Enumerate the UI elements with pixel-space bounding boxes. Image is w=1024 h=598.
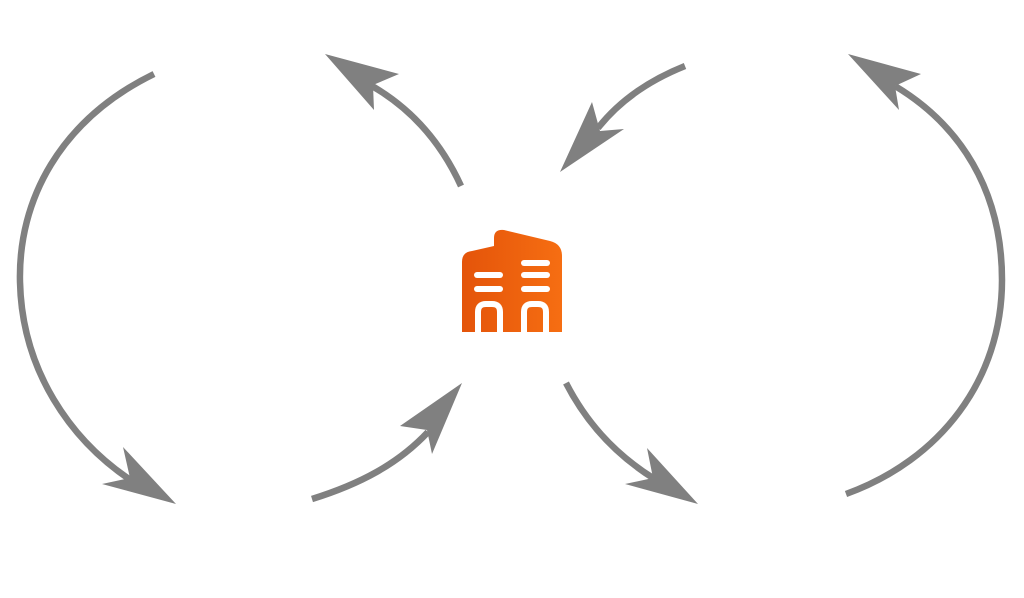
door-right xyxy=(521,301,549,333)
arrowhead xyxy=(625,448,698,504)
window-slat xyxy=(521,286,550,292)
arrow-right-outer-arc xyxy=(844,54,1006,498)
arrow-shaft xyxy=(16,71,156,484)
arrow-left-outer-arc xyxy=(16,71,176,504)
arrowhead xyxy=(848,54,921,110)
window-slat xyxy=(474,286,503,292)
arrow-shaft xyxy=(311,429,431,503)
arrow-top-right-inner xyxy=(560,62,687,172)
arrow-top-left-inner xyxy=(325,54,464,188)
window-slat xyxy=(521,260,550,266)
window-slat xyxy=(521,272,550,278)
arrowhead xyxy=(325,54,399,110)
arrowhead xyxy=(560,102,624,172)
arrow-shaft xyxy=(370,83,464,188)
door-left xyxy=(475,301,503,333)
building-icon xyxy=(462,229,562,333)
arrowhead xyxy=(102,447,176,504)
arrow-shaft xyxy=(595,62,687,131)
arrow-bottom-right-inner xyxy=(563,381,698,504)
arrow-bottom-left-inner xyxy=(311,383,462,503)
window-slat xyxy=(474,272,503,278)
arrowhead xyxy=(400,383,462,454)
arrow-shaft xyxy=(844,83,1006,498)
arrow-shaft xyxy=(563,381,655,481)
